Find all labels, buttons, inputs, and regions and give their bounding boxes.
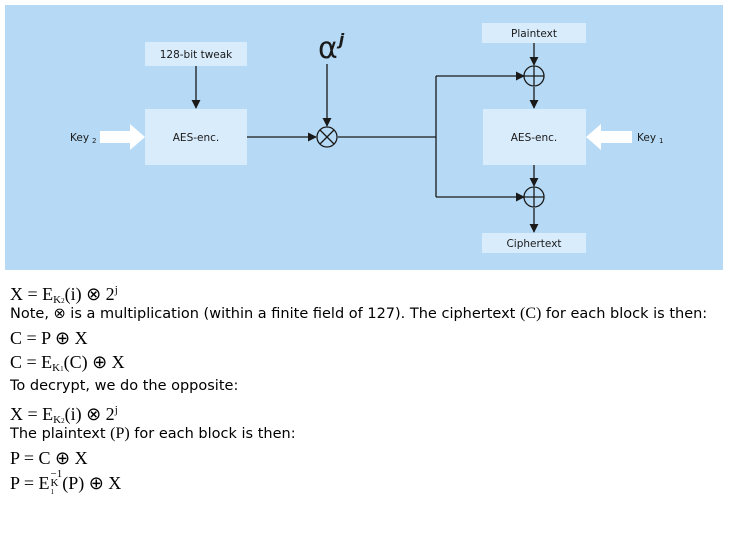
equation-cipher-enc: C = EK1(C) ⊕ X <box>10 352 125 374</box>
equation-plain-xor: P = C ⊕ X <box>10 448 88 468</box>
aes-enc-right-label: AES-enc. <box>511 132 558 144</box>
equation-tweak: X = EK2(i) ⊗ 2j <box>10 284 118 306</box>
explanation-text: X = EK2(i) ⊗ 2j Note, ⊗ is a multiplicat… <box>10 278 752 497</box>
ciphertext-label: Ciphertext <box>506 238 561 250</box>
equation-cipher-xor: C = P ⊕ X <box>10 328 88 348</box>
tweak-box <box>145 42 247 66</box>
key1-arrow-icon <box>586 124 632 150</box>
plaintext-text: The plaintext (P) for each block is then… <box>10 425 296 442</box>
ciphertext-box <box>482 233 586 253</box>
tweak-label: 128-bit tweak <box>160 49 233 61</box>
note-text: Note, ⊗ is a multiplication (within a fi… <box>10 305 708 322</box>
plaintext-label: Plaintext <box>511 28 557 40</box>
xts-diagram: 128-bit tweak AES-enc. AES-enc. Plaintex… <box>5 5 723 270</box>
aes-enc-right-box <box>483 109 586 165</box>
circled-times-icon <box>316 126 338 148</box>
plaintext-box <box>482 23 586 43</box>
circled-plus-icon <box>523 65 545 87</box>
decrypt-text: To decrypt, we do the opposite: <box>10 378 239 394</box>
alpha-j-label: αj <box>318 30 345 66</box>
key2-arrow-icon <box>100 124 145 150</box>
aes-enc-left-label: AES-enc. <box>173 132 220 144</box>
aes-enc-left-box <box>145 109 247 165</box>
equation-tweak-decrypt: X = EK2(i) ⊗ 2j <box>10 404 118 426</box>
circled-plus-icon <box>523 186 545 208</box>
